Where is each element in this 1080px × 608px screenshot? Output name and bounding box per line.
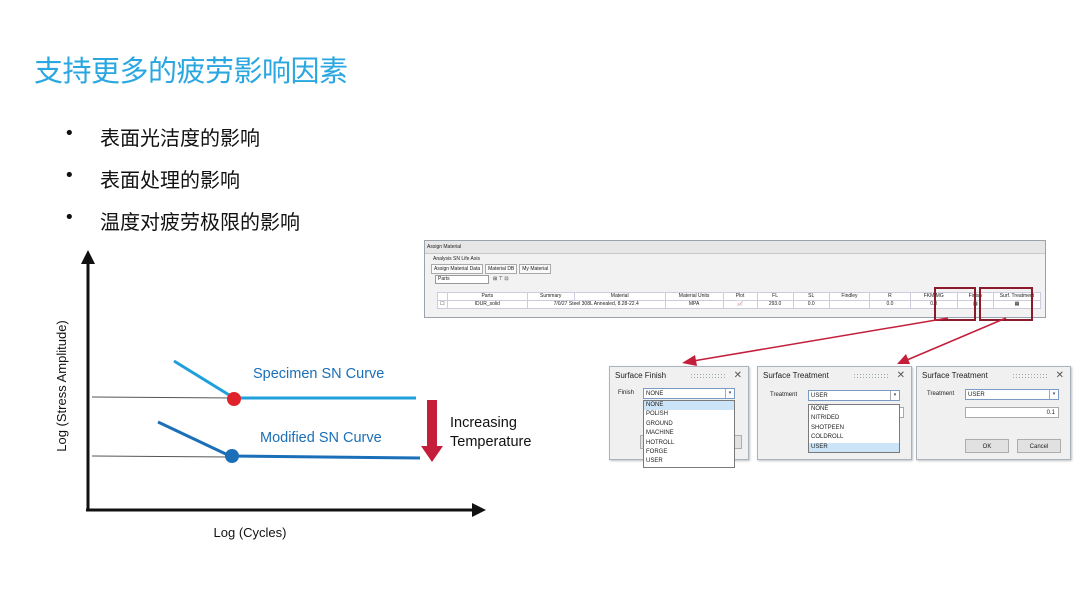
list-item[interactable]: MACHINE [646, 430, 674, 437]
drag-grip-icon[interactable] [853, 373, 889, 379]
toolbar-icons[interactable]: ⊞ ⊤ ⊡ [493, 276, 509, 282]
tab-material-db[interactable]: Material DB [485, 264, 518, 274]
drag-grip-icon[interactable] [1012, 373, 1048, 379]
bullet-text: 表面光洁度的影响 [100, 126, 260, 150]
list-item[interactable]: GROUND [646, 420, 673, 427]
arrow-label-line2: Temperature [450, 434, 531, 450]
modified-knee-point [225, 449, 239, 463]
treatment-combo-value: USER [811, 393, 828, 399]
surf-treatment-column-highlight [979, 287, 1033, 321]
sn-curve-diagram: Log (Stress Amplitude) Log (Cycles) Spec… [54, 250, 531, 540]
cancel-button[interactable]: Cancel [1017, 439, 1061, 453]
surface-treatment-user-dialog: Surface Treatment ✕ Treatment USER ▾ 0.1… [916, 366, 1071, 460]
bullet-dot: • [64, 123, 75, 144]
ok-button[interactable]: OK [965, 439, 1009, 453]
drag-grip-icon[interactable] [690, 373, 726, 379]
bullet-text: 温度对疲劳极限的影响 [100, 210, 300, 234]
temperature-arrow-shaft [427, 400, 437, 448]
assign-material-panel: Assign Material Analysis SN Life Axis As… [424, 240, 1046, 318]
arrow-label-line1: Increasing [450, 415, 517, 431]
close-icon[interactable]: ✕ [733, 370, 742, 381]
specimen-reference-line [91, 396, 237, 399]
analysis-line: Analysis SN Life Axis [433, 256, 480, 262]
list-item[interactable]: COLDROLL [811, 434, 844, 441]
bullet-dot: • [64, 165, 75, 186]
treatment-factor-input[interactable]: 0.1 [965, 407, 1059, 418]
list-item[interactable]: USER [809, 442, 899, 453]
surf-treatment-grid-icon[interactable]: ▦ [992, 300, 1042, 309]
finish-combo-value: NONE [646, 391, 664, 397]
list-item[interactable]: SHOTPEEN [811, 424, 845, 431]
treatment-combo[interactable]: USER ▾ [808, 390, 900, 401]
chevron-down-icon[interactable]: ▾ [1049, 390, 1058, 399]
list-item[interactable]: FORGE [646, 449, 668, 456]
list-item[interactable]: POLISH [646, 411, 669, 418]
parts-select[interactable]: Parts [435, 274, 489, 284]
finish-label: Finish [618, 390, 635, 396]
modified-curve-label: Modified SN Curve [260, 430, 382, 446]
treatment-options-list[interactable]: NONE NITRIDED SHOTPEEN COLDROLL USER [808, 404, 900, 454]
treatment-combo[interactable]: USER ▾ [965, 389, 1059, 400]
treatment-label: Treatment [927, 391, 955, 397]
x-axis-arrowhead [472, 503, 486, 517]
list-item[interactable]: HOTROLL [646, 439, 675, 446]
close-icon[interactable]: ✕ [1055, 370, 1064, 381]
treatment-combo-value: USER [968, 392, 985, 398]
table-cell: MPA [664, 300, 724, 309]
finish-callout-arrowhead [682, 355, 697, 366]
y-axis-label: Log (Stress Amplitude) [54, 320, 69, 452]
panel-tabs: Assign Material Data Material DB My Mate… [425, 264, 1045, 274]
list-item[interactable]: NITRIDED [811, 415, 840, 422]
temperature-arrow-head [421, 446, 443, 462]
specimen-curve-label: Specimen SN Curve [253, 366, 384, 382]
finish-options-list[interactable]: NONE POLISH GROUND MACHINE HOTROLL FORGE… [643, 400, 735, 468]
dialog-title: Surface Finish [615, 371, 667, 380]
x-axis-label: Log (Cycles) [214, 525, 287, 540]
list-item[interactable]: USER [646, 458, 663, 465]
treatment-label: Treatment [770, 392, 798, 398]
y-axis-arrowhead [81, 250, 95, 264]
panel-toolbar: Parts ⊞ ⊤ ⊡ [425, 274, 1045, 284]
surface-treatment-dialog: Surface Treatment ✕ Treatment USER ▾ NON… [757, 366, 912, 460]
bullet-dot: • [64, 207, 75, 228]
surface-finish-dialog: Surface Finish ✕ Finish NONE ▾ NONE POLI… [609, 366, 749, 468]
finish-column-highlight [934, 287, 976, 321]
finish-callout-line [692, 317, 949, 362]
tab-assign-material-data[interactable]: Assign Material Data [431, 264, 484, 274]
list-item[interactable]: NONE [811, 406, 829, 412]
finish-combo[interactable]: NONE ▾ [643, 388, 735, 399]
dialog-title: Surface Treatment [763, 371, 829, 380]
table-cell: 0.0 [869, 300, 911, 309]
treatment-callout-line [906, 317, 1007, 361]
chevron-down-icon[interactable]: ▾ [725, 389, 734, 398]
tab-my-material[interactable]: My Material [519, 264, 552, 274]
slide-title: 支持更多的疲劳影响因素 [34, 54, 348, 88]
treatment-callout-arrowhead [897, 354, 910, 364]
chevron-down-icon[interactable]: ▾ [890, 391, 899, 400]
dialog-title: Surface Treatment [922, 371, 988, 380]
specimen-knee-point [227, 392, 241, 406]
list-item[interactable]: NONE [644, 401, 734, 411]
modified-reference-line [91, 455, 231, 458]
table-row[interactable]: ☐ IDUR_solid 7/0/27 Steel 308L Annealed,… [437, 300, 1042, 309]
panel-title: Assign Material [425, 241, 1045, 254]
close-icon[interactable]: ✕ [896, 370, 905, 381]
bullet-text: 表面处理的影响 [100, 168, 240, 192]
